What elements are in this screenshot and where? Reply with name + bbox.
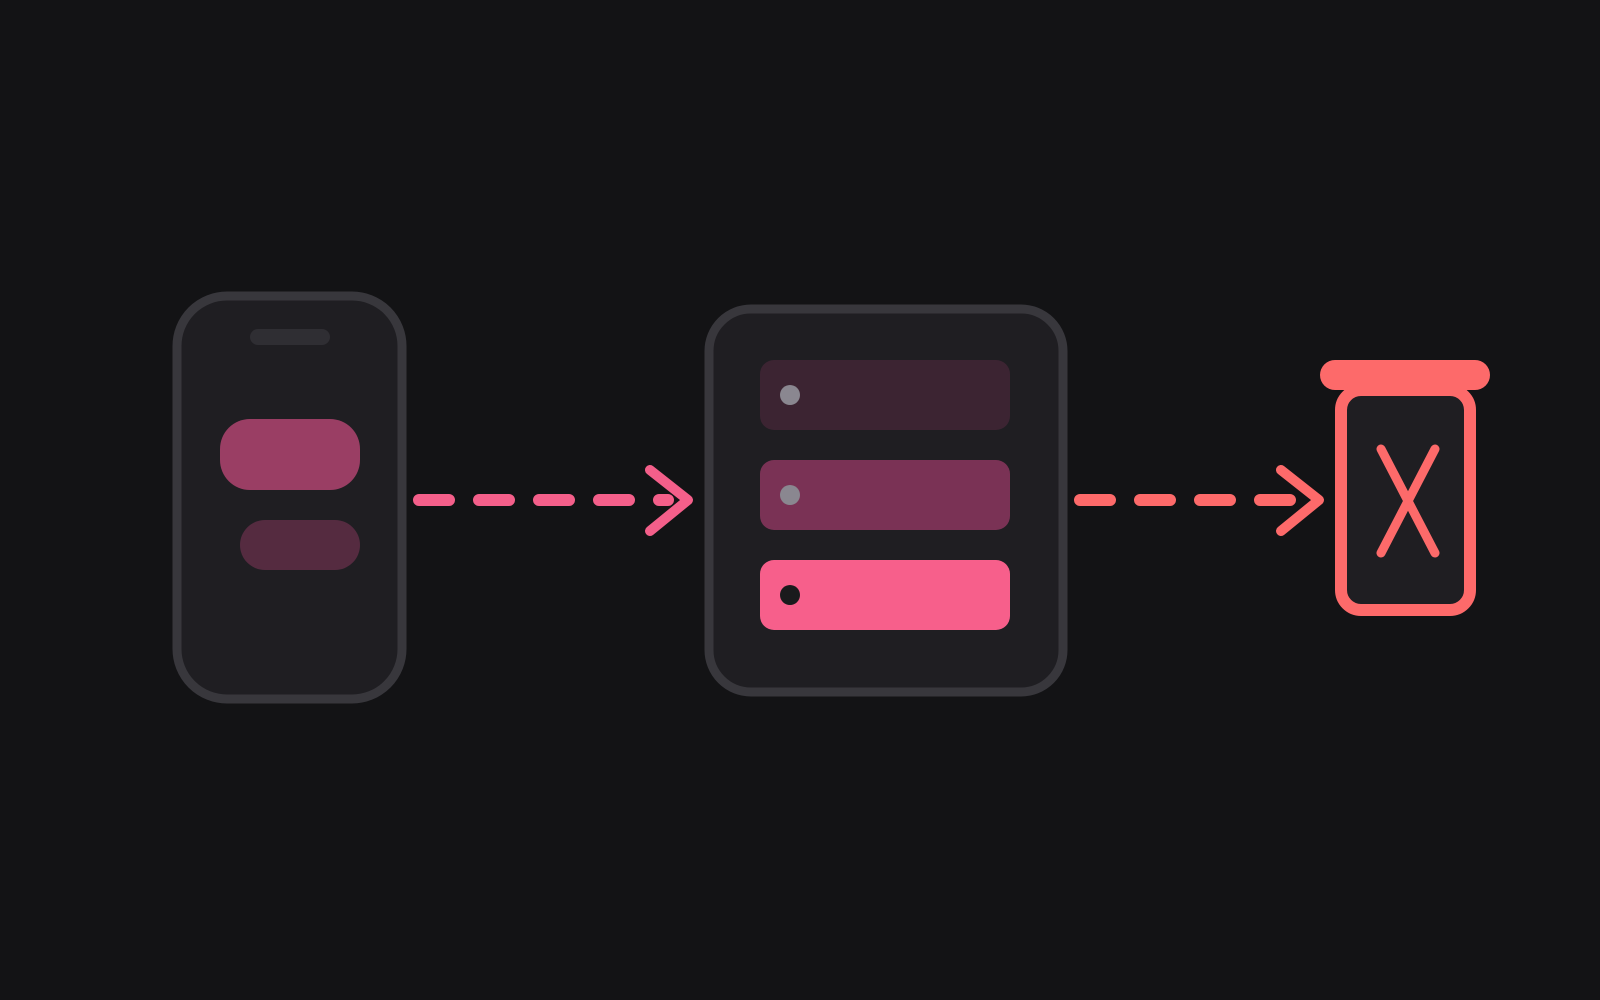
arrowhead-icon	[1276, 465, 1324, 536]
phone-pill-primary	[220, 419, 360, 490]
queue-row-2	[760, 460, 1010, 530]
arrowhead-icon	[645, 465, 693, 536]
arrow-queue-to-trash	[1074, 465, 1324, 536]
phone-icon	[172, 291, 407, 704]
trash-lid	[1320, 360, 1490, 390]
x-stroke-2	[1376, 444, 1440, 558]
queue-row-1	[760, 360, 1010, 430]
trash-bin-x-icon	[1320, 360, 1490, 616]
queue-row-2-dot	[780, 485, 800, 505]
phone-body	[172, 291, 407, 704]
arrow-phone-to-queue	[413, 465, 693, 536]
queue-row-3-dot	[780, 585, 800, 605]
phone-notch	[250, 329, 330, 345]
stacked-rows-icon	[704, 304, 1068, 697]
phone-pill-secondary	[240, 520, 360, 570]
queue-row-3	[760, 560, 1010, 630]
queue-row-1-dot	[780, 385, 800, 405]
